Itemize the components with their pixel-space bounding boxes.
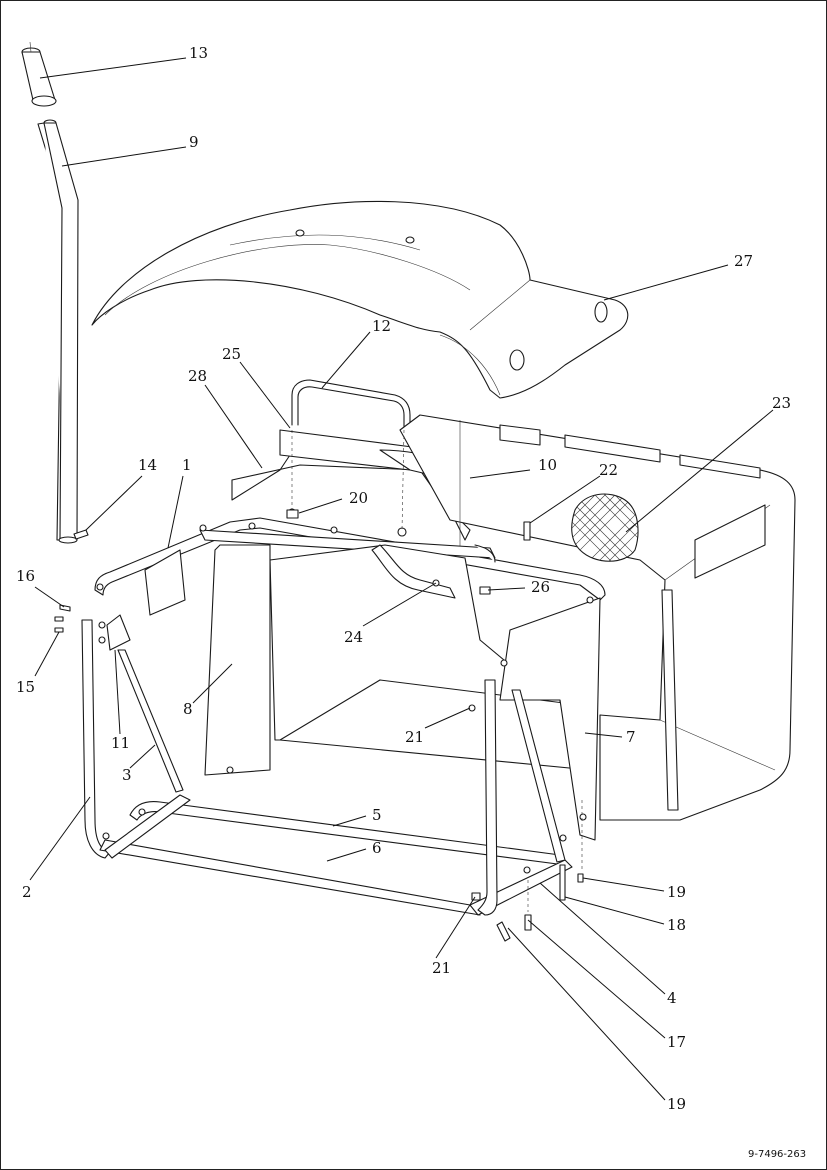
part-mesh-panel [571,493,639,562]
callout-28: 28 [188,367,207,385]
callout-5: 5 [372,806,382,824]
document-number: 9-7496-263 [748,1149,806,1160]
callout-4: 4 [667,989,677,1007]
callout-1: 1 [182,456,192,474]
callout-14: 14 [138,456,157,474]
part-hardware [54,429,584,942]
callout-19-lower: 19 [667,1095,686,1113]
part-grip-sleeve [21,41,57,107]
part-bag-cover [91,200,629,399]
leader-lines [29,57,774,1101]
part-handle-tube [37,119,79,544]
callout-25: 25 [222,345,241,363]
callout-17: 17 [667,1033,686,1051]
callout-2: 2 [22,883,32,901]
callout-10: 10 [538,456,557,474]
callout-11: 11 [111,734,130,752]
callout-21-top: 21 [405,728,424,746]
callout-labels: 13 9 27 12 25 28 23 14 1 10 22 20 16 26 … [16,44,791,1113]
callout-6: 6 [372,839,382,857]
callout-13: 13 [189,44,208,62]
callout-22: 22 [599,461,618,479]
callout-20: 20 [349,489,368,507]
callout-15: 15 [16,678,35,696]
part-frame [81,508,606,916]
callout-23: 23 [772,394,791,412]
part-bag-body [399,414,796,821]
callout-24: 24 [344,628,363,646]
callout-18: 18 [667,916,686,934]
callout-26: 26 [531,578,550,596]
callout-7: 7 [626,728,636,746]
part-lift-handle [291,379,411,431]
callout-27: 27 [734,252,753,270]
callout-21-bottom: 21 [432,959,451,977]
callout-8: 8 [183,700,193,718]
callout-12: 12 [372,317,391,335]
callout-16: 16 [16,567,35,585]
callout-3: 3 [122,766,132,784]
callout-19-upper: 19 [667,883,686,901]
callout-9: 9 [189,133,199,151]
